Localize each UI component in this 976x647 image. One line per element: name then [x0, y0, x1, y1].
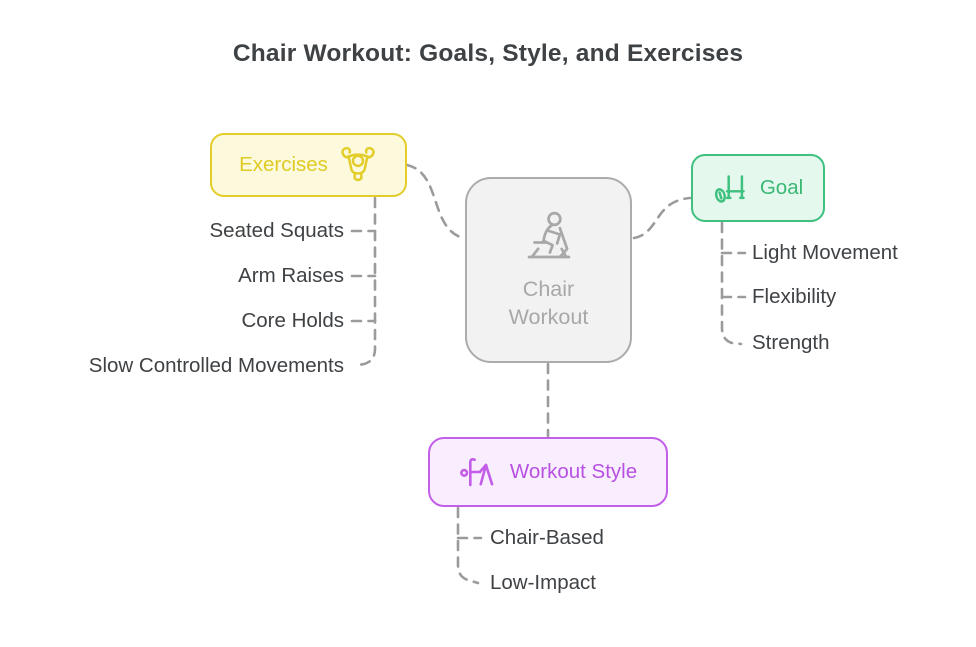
person-exercising-on-chair-icon	[518, 209, 580, 267]
connector-exercises-center	[405, 163, 465, 240]
chair-stretch-icon	[459, 452, 499, 492]
branch-node-goal: Goal	[691, 154, 825, 222]
goal-node-label: Goal	[759, 176, 804, 199]
rugby-ball-goalpost-icon	[713, 170, 751, 206]
leaf-chair-based: Chair-Based	[490, 526, 604, 549]
leaf-arm-raises: Arm Raises	[238, 264, 344, 287]
leaf-core-holds: Core Holds	[241, 309, 344, 332]
diagram-title: Chair Workout: Goals, Style, and Exercis…	[232, 40, 744, 67]
leaf-strength: Strength	[752, 331, 830, 354]
center-node-label: Chair Workout	[508, 276, 589, 329]
leaf-seated-squats: Seated Squats	[209, 219, 345, 242]
leaf-slow-controlled-movements: Slow Controlled Movements	[88, 354, 344, 377]
leaf-light-movement: Light Movement	[752, 241, 898, 264]
branch-node-workout-style: Workout Style	[428, 437, 668, 507]
style-spine	[456, 506, 480, 585]
exercises-spine	[352, 196, 377, 368]
leaf-low-impact: Low-Impact	[490, 571, 596, 594]
leaf-flexibility: Flexibility	[752, 285, 837, 308]
exercises-node-label: Exercises	[239, 153, 328, 176]
connector-center-goal	[632, 196, 692, 240]
branch-node-exercises: Exercises	[210, 133, 407, 197]
strongman-flex-icon	[338, 143, 378, 187]
center-node-chair-workout: Chair Workout	[465, 177, 632, 363]
goal-spine	[720, 221, 743, 346]
workout-style-node-label: Workout Style	[509, 460, 638, 483]
